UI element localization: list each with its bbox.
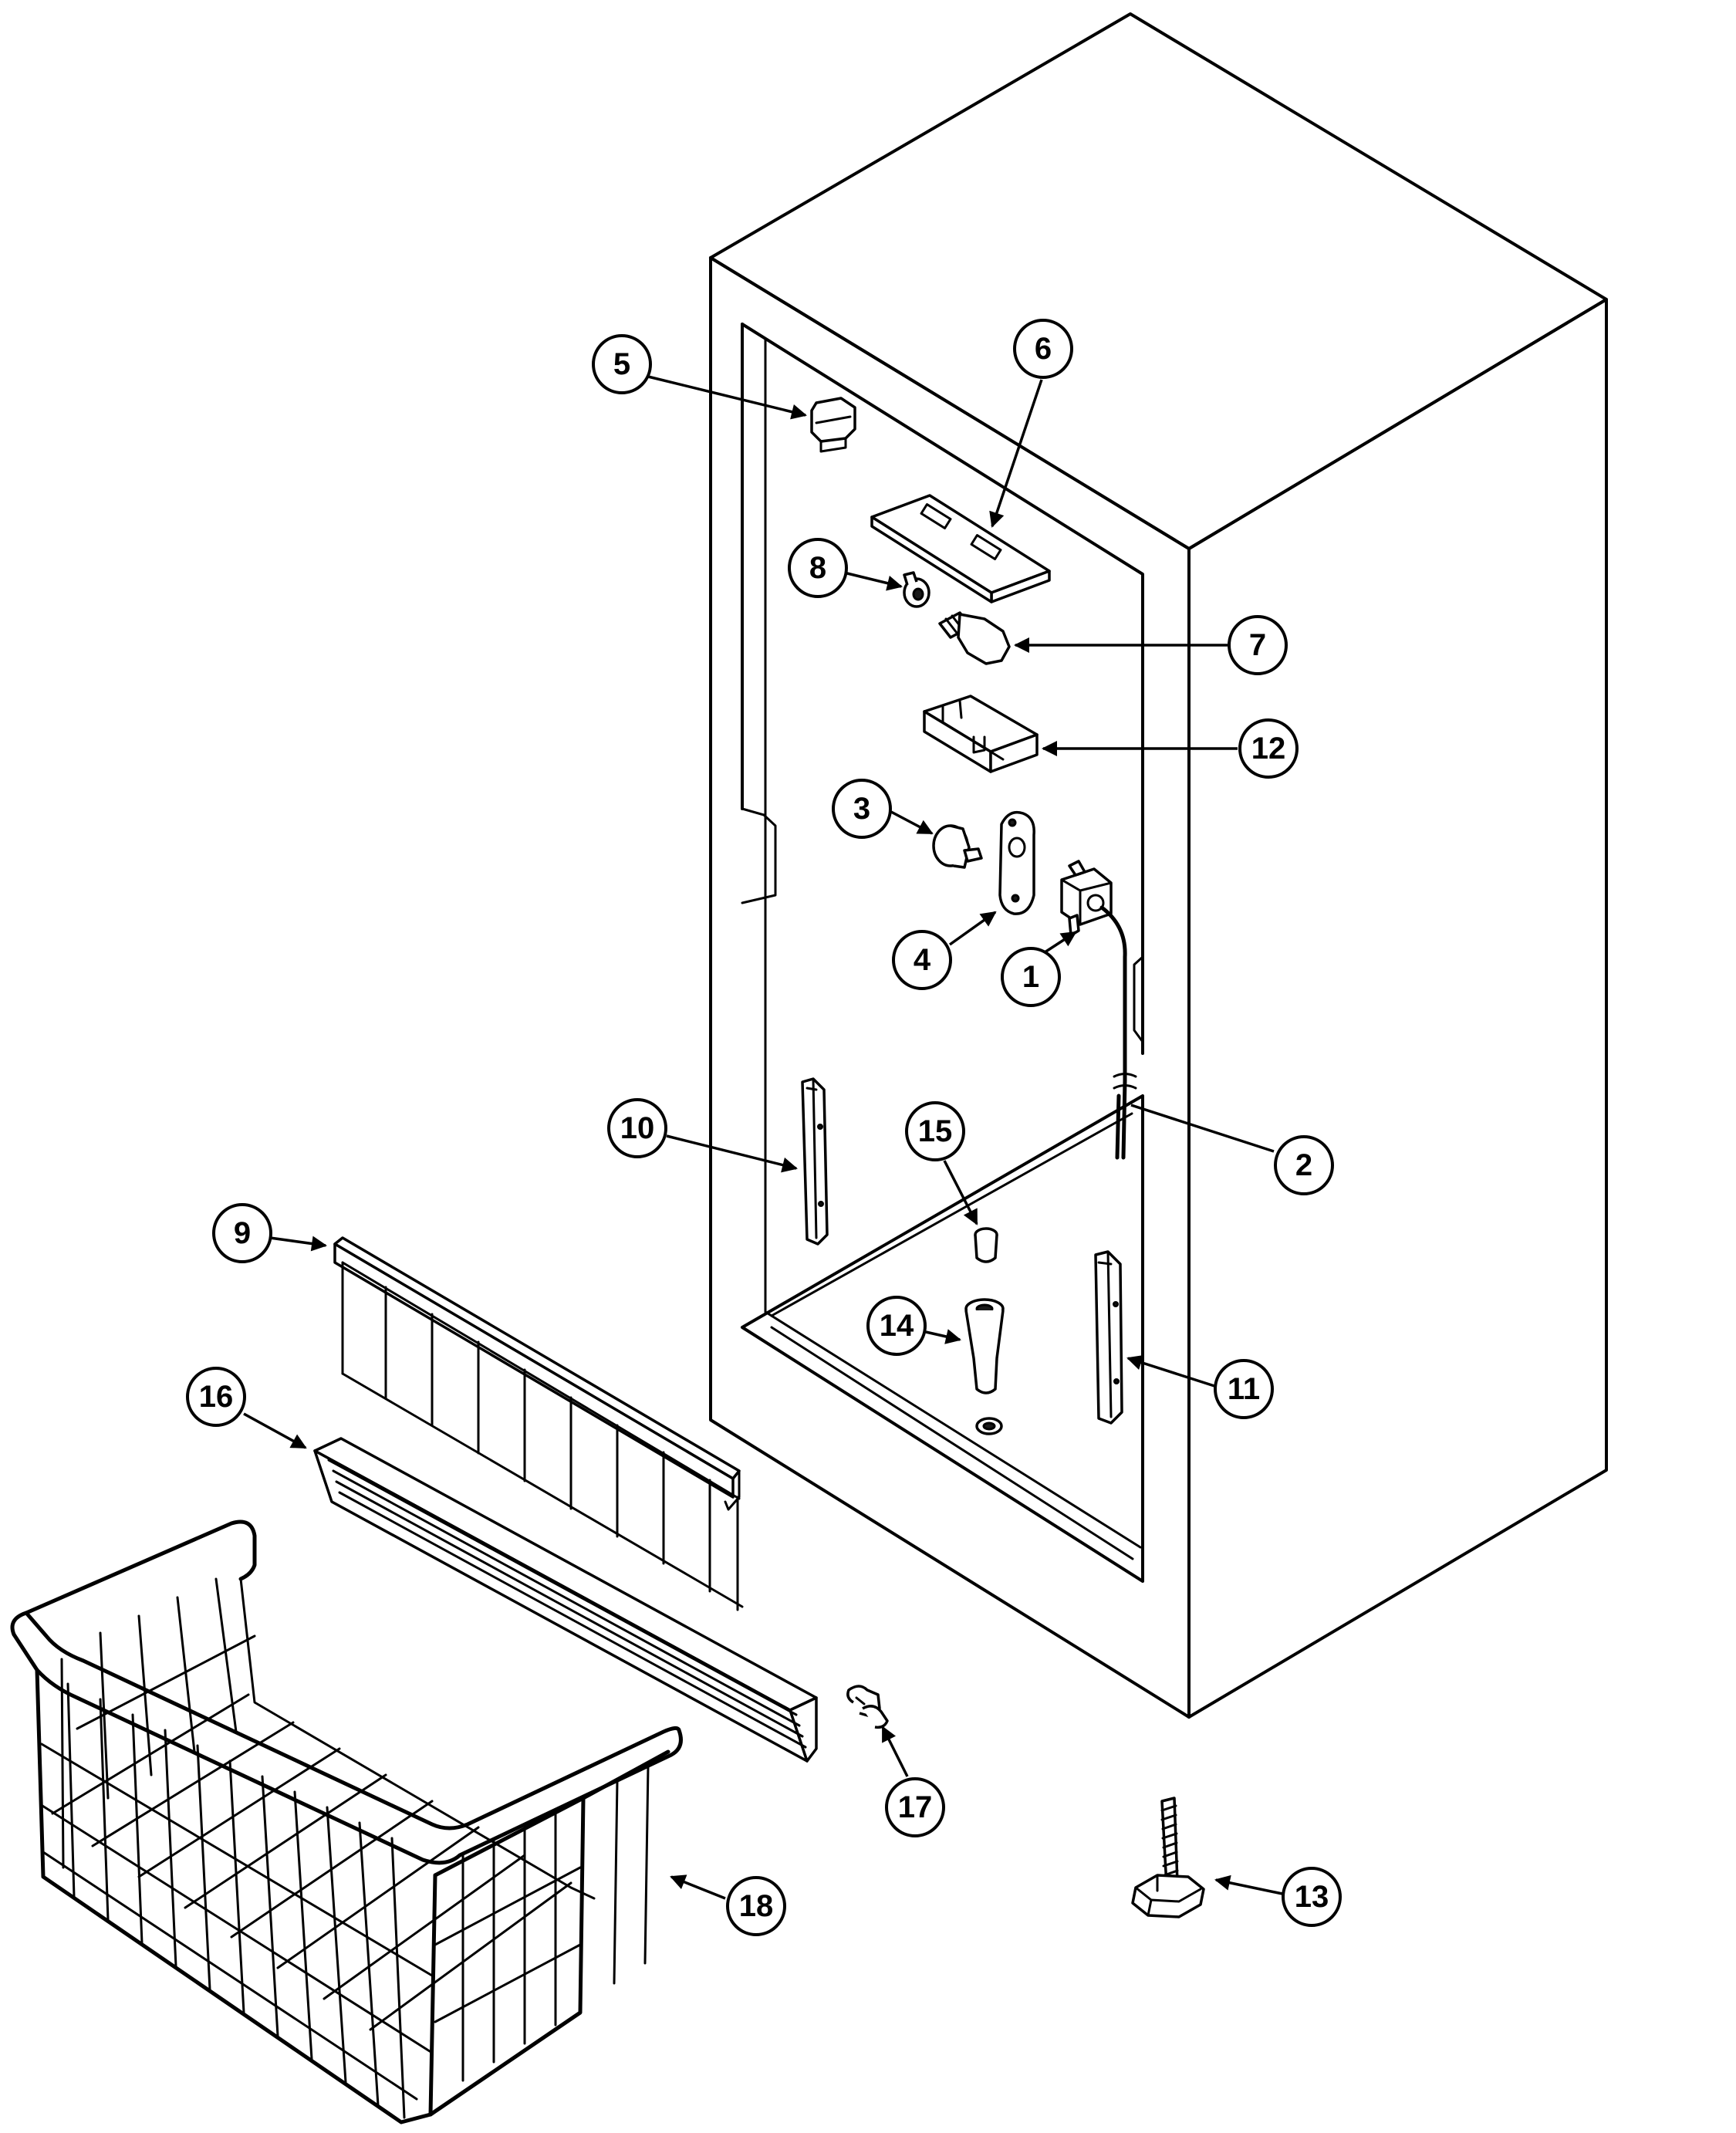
- part-3-control-knob: [932, 824, 983, 869]
- callout-6-label: 6: [1035, 332, 1052, 366]
- callout-11-label: 11: [1228, 1372, 1260, 1406]
- callout-7-label: 7: [1249, 628, 1266, 662]
- callout-18: 18: [726, 1876, 786, 1936]
- callout-12-label: 12: [1251, 732, 1286, 766]
- callout-15: 15: [905, 1101, 965, 1161]
- part-9-shelf-guard: [333, 1236, 744, 1611]
- leader-11: [1126, 1354, 1215, 1388]
- leader-15: [943, 1160, 978, 1225]
- callout-16: 16: [186, 1367, 246, 1427]
- callout-4: 4: [892, 930, 952, 990]
- part-5-clip: [810, 397, 856, 453]
- callout-8: 8: [788, 538, 848, 598]
- leader-17: [881, 1726, 909, 1777]
- leader-lines: [243, 375, 1283, 1900]
- freezer-cabinet: [709, 12, 1608, 1719]
- part-6-light-cover: [870, 494, 1051, 603]
- callout-9-label: 9: [234, 1216, 251, 1250]
- part-12-bracket: [923, 695, 1039, 773]
- callout-16-label: 16: [199, 1380, 234, 1414]
- callout-8-label: 8: [809, 551, 826, 585]
- part-2-capillary-tube: [1099, 905, 1137, 1160]
- callout-18-label: 18: [739, 1889, 774, 1923]
- callout-13: 13: [1282, 1867, 1342, 1927]
- callout-14-label: 14: [880, 1309, 914, 1343]
- callout-15-label: 15: [918, 1114, 953, 1148]
- part-15-plug: [974, 1227, 998, 1263]
- part-16-grille: [313, 1437, 818, 1763]
- leader-9: [269, 1236, 327, 1252]
- leader-3: [890, 810, 934, 835]
- part-1-thermostat: [1060, 860, 1113, 937]
- part-14-drain-tube: [964, 1298, 1005, 1435]
- part-17-clip: [846, 1685, 889, 1729]
- callout-13-label: 13: [1295, 1880, 1329, 1914]
- leader-10: [666, 1134, 798, 1173]
- leader-1: [1042, 931, 1077, 955]
- callout-11: 11: [1214, 1359, 1274, 1419]
- part-4-dial-plate: [998, 810, 1035, 915]
- part-10-shelf-rail-left: [801, 1077, 829, 1246]
- callout-17-label: 17: [898, 1790, 933, 1824]
- callout-9: 9: [212, 1203, 272, 1263]
- callout-5: 5: [592, 334, 652, 394]
- leader-4: [948, 911, 997, 946]
- callout-3: 3: [832, 779, 892, 839]
- part-11-shelf-rail-right: [1094, 1250, 1123, 1425]
- leader-13: [1214, 1874, 1283, 1895]
- callout-1: 1: [1001, 947, 1061, 1007]
- callout-5-label: 5: [613, 347, 630, 381]
- part-7-light-bulb: [938, 611, 1011, 665]
- leader-18: [670, 1874, 726, 1900]
- callout-2: 2: [1274, 1135, 1334, 1195]
- callout-3-label: 3: [853, 792, 870, 826]
- part-8-light-socket: [903, 571, 930, 608]
- leader-5: [647, 375, 807, 420]
- leader-6: [989, 379, 1043, 528]
- leader-2: [1130, 1104, 1275, 1153]
- callout-6: 6: [1013, 319, 1073, 379]
- callout-14: 14: [866, 1296, 927, 1356]
- callout-4-label: 4: [914, 943, 931, 977]
- part-18-wire-basket: [10, 1519, 683, 2125]
- leader-8: [843, 571, 903, 591]
- part-13-leveling-leg: [1131, 1797, 1205, 1918]
- callout-10: 10: [607, 1098, 667, 1158]
- leader-14: [925, 1329, 961, 1344]
- callout-1-label: 1: [1022, 960, 1039, 994]
- callout-10-label: 10: [620, 1111, 655, 1145]
- leader-16: [243, 1412, 307, 1449]
- callout-12: 12: [1238, 718, 1299, 779]
- callout-17: 17: [885, 1777, 945, 1837]
- callout-2-label: 2: [1295, 1148, 1312, 1182]
- callout-7: 7: [1228, 615, 1288, 675]
